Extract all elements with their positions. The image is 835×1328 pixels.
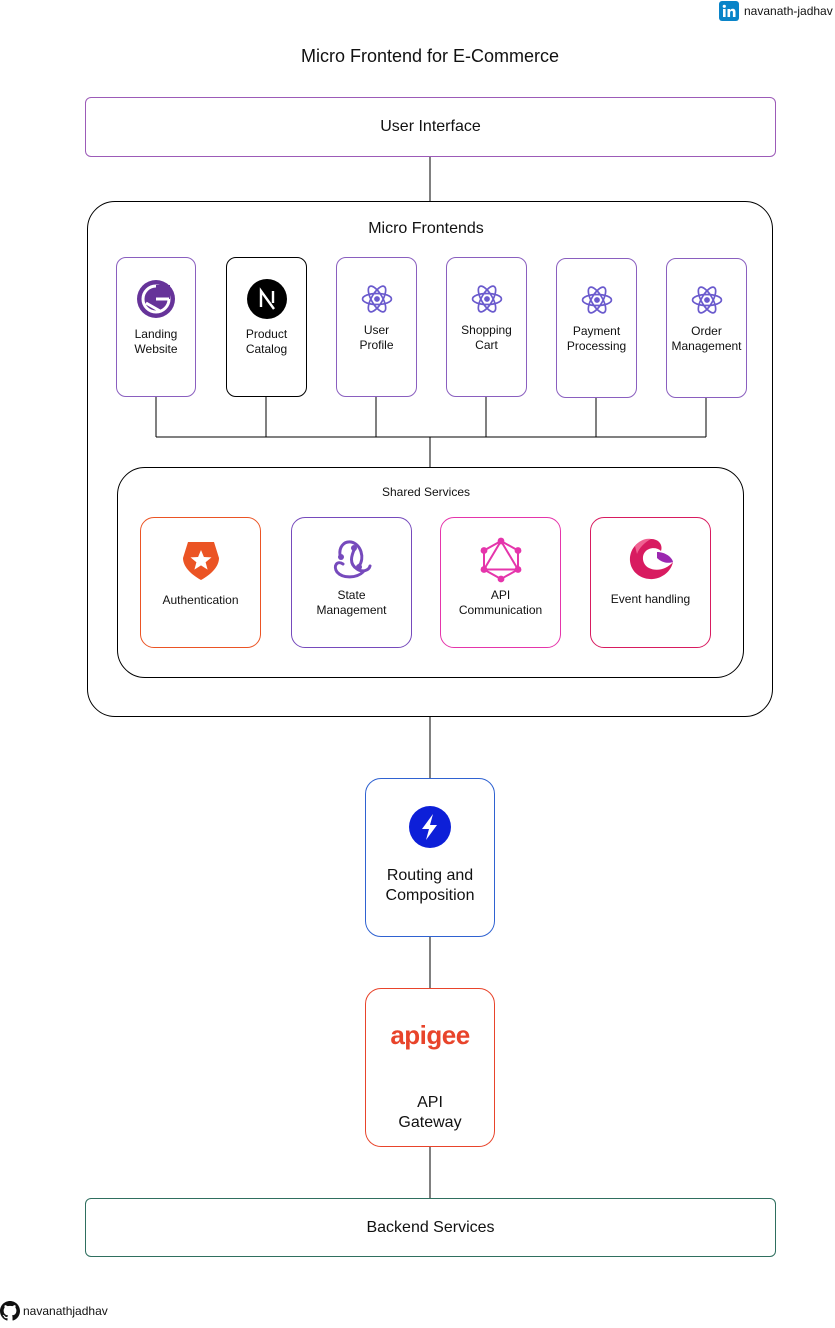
gatsby-icon bbox=[137, 280, 175, 318]
routing-label: Routing and Composition bbox=[385, 867, 475, 904]
lightning-icon bbox=[409, 806, 451, 848]
api-gateway-label: API Gateway bbox=[398, 1094, 462, 1131]
backend-services-box[interactable]: Backend Services bbox=[85, 1198, 776, 1257]
svc-card-api-communication[interactable]: API Communication bbox=[440, 517, 561, 648]
mf-card-user-profile[interactable]: User Profile bbox=[336, 257, 417, 397]
mf-label: Shopping Cart bbox=[461, 323, 512, 352]
api-gateway-box[interactable]: apigee API Gateway bbox=[365, 988, 495, 1147]
svc-card-authentication[interactable]: Authentication bbox=[140, 517, 261, 648]
svc-label: State Management bbox=[316, 588, 387, 617]
mf-card-landing-website[interactable]: Landing Website bbox=[116, 257, 196, 397]
react-icon bbox=[361, 285, 392, 313]
mf-card-payment-processing[interactable]: Payment Processing bbox=[556, 258, 637, 398]
shared-services-container bbox=[117, 467, 744, 678]
mf-label: User Profile bbox=[359, 323, 394, 352]
apigee-logo: apigee bbox=[390, 1020, 470, 1050]
mf-label: Product Catalog bbox=[245, 327, 288, 356]
linkedin-link[interactable]: navanath-jadhav bbox=[719, 1, 833, 21]
routing-composition-box[interactable]: Routing and Composition bbox=[365, 778, 495, 937]
linkedin-icon bbox=[719, 1, 739, 21]
react-icon bbox=[581, 286, 612, 314]
svc-card-state-management[interactable]: State Management bbox=[291, 517, 412, 648]
micro-frontends-title: Micro Frontends bbox=[368, 220, 484, 237]
shared-services-title: Shared Services bbox=[381, 485, 471, 499]
svc-label: API Communication bbox=[458, 588, 543, 617]
nextjs-icon bbox=[246, 279, 287, 319]
graphql-icon bbox=[480, 537, 521, 583]
svc-label: Authentication bbox=[162, 593, 239, 607]
micro-frontends-container bbox=[87, 201, 773, 717]
react-icon bbox=[691, 286, 722, 314]
svc-card-event-handling[interactable]: Event handling bbox=[590, 517, 711, 648]
rxjs-icon bbox=[629, 538, 673, 580]
mf-label: Payment Processing bbox=[566, 324, 627, 353]
react-icon bbox=[471, 285, 502, 313]
svc-label: Event handling bbox=[610, 592, 691, 606]
mf-label: Landing Website bbox=[134, 327, 178, 356]
github-icon bbox=[0, 1301, 20, 1321]
diagram-title: Micro Frontend for E-Commerce bbox=[300, 45, 560, 66]
mf-card-product-catalog[interactable]: Product Catalog bbox=[226, 257, 307, 397]
github-handle: navanathjadhav bbox=[23, 1304, 108, 1318]
mf-card-shopping-cart[interactable]: Shopping Cart bbox=[446, 257, 527, 397]
github-link[interactable]: navanathjadhav bbox=[0, 1301, 108, 1321]
auth0-icon bbox=[182, 542, 219, 580]
mf-card-order-management[interactable]: Order Management bbox=[666, 258, 747, 398]
linkedin-handle: navanath-jadhav bbox=[744, 4, 833, 18]
mf-label: Order Management bbox=[671, 324, 742, 353]
user-interface-box[interactable]: User Interface bbox=[85, 97, 776, 157]
redux-icon bbox=[333, 540, 371, 579]
